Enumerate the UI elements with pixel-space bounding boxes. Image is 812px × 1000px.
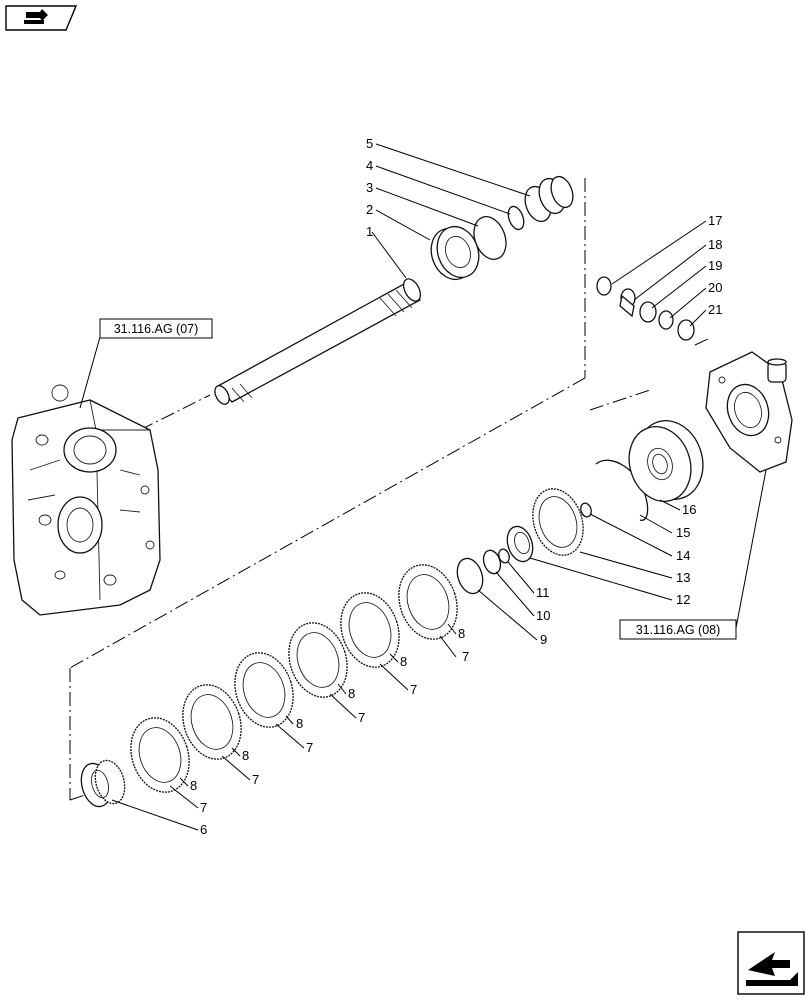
part-12 bbox=[506, 525, 534, 563]
sleeve-18 bbox=[619, 288, 636, 318]
callout-7: 7 bbox=[462, 649, 469, 664]
callout-8: 8 bbox=[348, 686, 355, 701]
bearing bbox=[430, 225, 480, 281]
callout-7: 7 bbox=[252, 772, 259, 787]
ring-20 bbox=[658, 310, 674, 330]
disc-pair bbox=[234, 652, 294, 728]
callout-8: 8 bbox=[400, 654, 407, 669]
callout-11: 11 bbox=[536, 585, 550, 600]
ring-21 bbox=[677, 319, 695, 341]
svg-text:31.116.AG (08): 31.116.AG (08) bbox=[636, 623, 721, 637]
piston-16 bbox=[628, 420, 704, 502]
part-9 bbox=[456, 557, 484, 595]
callout-5: 5 bbox=[366, 136, 373, 151]
clutch-hub bbox=[80, 759, 126, 808]
disc-pair bbox=[288, 622, 348, 698]
callout-7: 7 bbox=[358, 710, 365, 725]
clutch-disc-stack bbox=[130, 564, 458, 793]
part-13 bbox=[532, 488, 584, 556]
disc-pair bbox=[130, 717, 190, 793]
callout-17: 17 bbox=[708, 213, 722, 228]
ring-19 bbox=[639, 301, 657, 323]
part-11 bbox=[498, 548, 510, 564]
callout-1: 1 bbox=[366, 224, 373, 239]
callout-8: 8 bbox=[296, 716, 303, 731]
callout-8: 8 bbox=[242, 748, 249, 763]
assembly-centerlines bbox=[69, 178, 711, 801]
svg-text:31.116.AG (07): 31.116.AG (07) bbox=[114, 322, 199, 336]
callout-7: 7 bbox=[306, 740, 313, 755]
disc-pair bbox=[398, 564, 458, 640]
callout-15: 15 bbox=[676, 525, 690, 540]
callout-14: 14 bbox=[676, 548, 690, 563]
ring-3 bbox=[473, 216, 507, 260]
circlip-15 bbox=[595, 459, 649, 521]
ring-17 bbox=[596, 276, 612, 296]
callout-16: 16 bbox=[682, 502, 696, 517]
shaft bbox=[214, 278, 422, 405]
callout-19: 19 bbox=[708, 258, 722, 273]
reference-box-right[interactable]: 31.116.AG (08) bbox=[619, 619, 737, 640]
callout-13: 13 bbox=[676, 570, 690, 585]
callout-9: 9 bbox=[540, 632, 547, 647]
leader-lines bbox=[79, 143, 767, 831]
next-page-arrow-icon[interactable] bbox=[737, 931, 805, 995]
callout-6: 6 bbox=[200, 822, 207, 837]
callout-8: 8 bbox=[190, 778, 197, 793]
disc-pair bbox=[340, 592, 400, 668]
callout-7: 7 bbox=[410, 682, 417, 697]
callout-12: 12 bbox=[676, 592, 690, 607]
callout-8: 8 bbox=[458, 626, 465, 641]
gear-housing bbox=[11, 384, 161, 616]
callout-2: 2 bbox=[366, 202, 373, 217]
ring-4 bbox=[507, 205, 525, 231]
callout-7: 7 bbox=[200, 800, 207, 815]
end-cover bbox=[705, 351, 793, 473]
back-book-icon[interactable] bbox=[5, 5, 78, 31]
part-14 bbox=[580, 502, 592, 518]
callout-3: 3 bbox=[366, 180, 373, 195]
callout-4: 4 bbox=[366, 158, 373, 173]
callout-21: 21 bbox=[708, 302, 722, 317]
callout-20: 20 bbox=[708, 280, 722, 295]
reference-box-left[interactable]: 31.116.AG (07) bbox=[99, 318, 213, 339]
callout-18: 18 bbox=[708, 237, 722, 252]
callout-labels: 1 2 3 4 5 6 7 7 7 7 7 7 8 8 8 8 8 8 9 10… bbox=[190, 136, 722, 837]
bush-5 bbox=[524, 175, 574, 223]
callout-10: 10 bbox=[536, 608, 550, 623]
